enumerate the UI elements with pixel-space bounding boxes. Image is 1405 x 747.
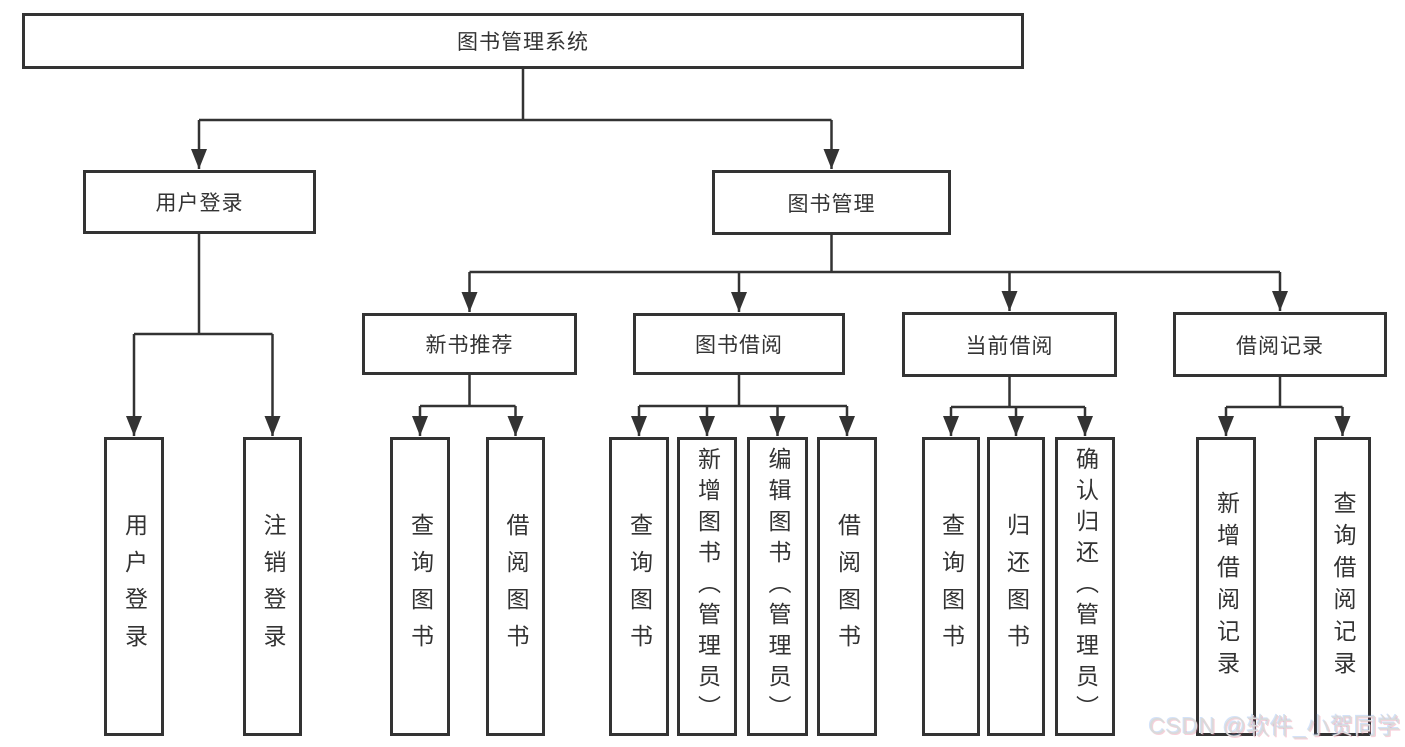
node-book-borrow: 图书借阅 (633, 313, 845, 375)
leaf-add-books-admin: 新增图书（管理员） (677, 437, 737, 736)
leaf-query-borrow-record-label: 查询借阅记录 (1330, 490, 1356, 683)
leaf-query-borrow-record: 查询借阅记录 (1314, 437, 1371, 736)
node-current-borrow: 当前借阅 (902, 312, 1117, 377)
leaf-logout-label: 注销登录 (260, 512, 286, 661)
leaf-add-borrow-record: 新增借阅记录 (1196, 437, 1256, 736)
leaf-confirm-return-admin-label: 确认归还（管理员） (1072, 447, 1099, 726)
leaf-add-borrow-record-label: 新增借阅记录 (1213, 490, 1240, 683)
leaf-add-books-admin-label: 新增图书（管理员） (694, 447, 721, 726)
leaf-current-query-books: 查询图书 (922, 437, 980, 736)
node-book-management: 图书管理 (712, 170, 951, 235)
leaf-borrow-query-books: 查询图书 (609, 437, 669, 736)
leaf-return-books-label: 归还图书 (1003, 512, 1030, 661)
node-new-book-recommend: 新书推荐 (362, 313, 577, 375)
csdn-watermark: CSDN @软件_小贺同学 (1148, 713, 1401, 739)
leaf-edit-books-admin: 编辑图书（管理员） (747, 437, 808, 736)
leaf-return-books: 归还图书 (987, 437, 1045, 736)
node-root-system: 图书管理系统 (22, 13, 1024, 69)
leaf-borrow-query-books-label: 查询图书 (626, 512, 653, 661)
leaf-confirm-return-admin: 确认归还（管理员） (1055, 437, 1115, 736)
leaf-edit-books-admin-label: 编辑图书（管理员） (765, 447, 791, 726)
leaf-borrow-books: 借阅图书 (817, 437, 877, 736)
leaf-current-query-books-label: 查询图书 (938, 512, 965, 661)
leaf-user-login: 用户登录 (104, 437, 164, 736)
leaf-borrow-books-label: 借阅图书 (834, 512, 861, 661)
leaf-user-login-label: 用户登录 (121, 512, 148, 661)
leaf-logout: 注销登录 (243, 437, 302, 736)
leaf-newrec-query-books-label: 查询图书 (407, 512, 434, 661)
leaf-newrec-borrow-books: 借阅图书 (486, 437, 545, 736)
leaf-newrec-query-books: 查询图书 (390, 437, 450, 736)
leaf-newrec-borrow-books-label: 借阅图书 (503, 512, 529, 661)
node-user-login: 用户登录 (83, 170, 316, 234)
node-borrow-records: 借阅记录 (1173, 312, 1387, 377)
